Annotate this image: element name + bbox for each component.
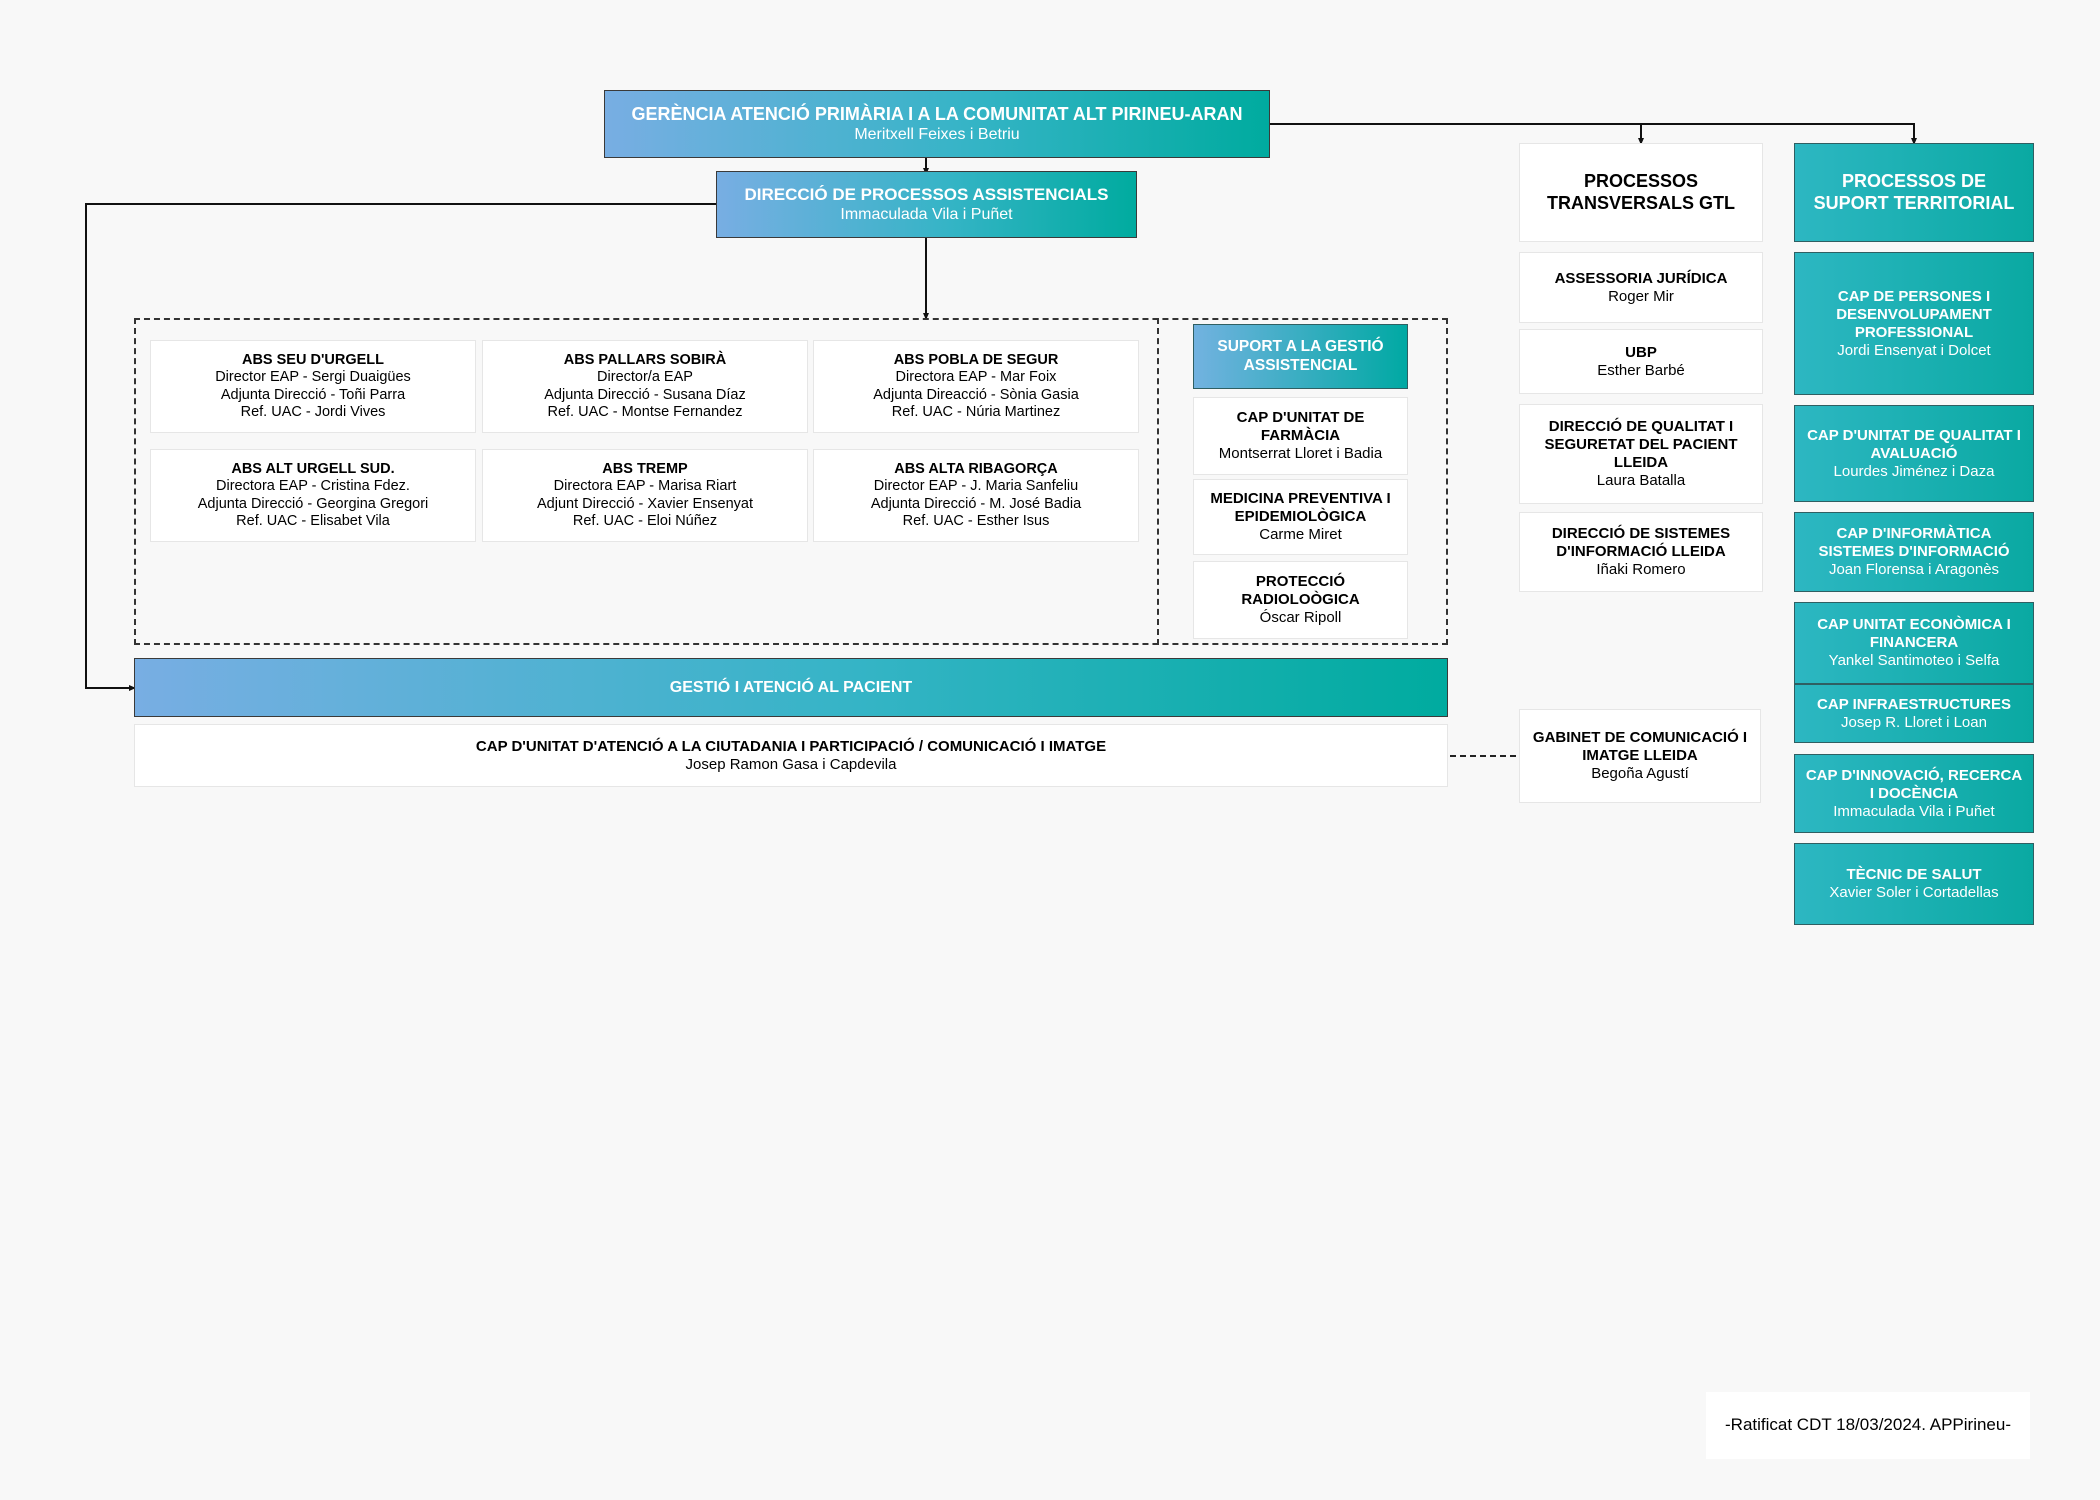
transversals-title: PROCESSOS TRANSVERSALS GTL [1546,170,1735,213]
territorial-item: CAP DE PERSONES I DESENVOLUPAMENT PROFES… [1794,252,2034,395]
abs-title: ABS ALTA RIBAGORÇA [894,460,1058,477]
item-person: Laura Batalla [1596,472,1686,489]
territorial-item: CAP D'INFORMÀTICA SISTEMES D'INFORMACIÓ … [1794,512,2034,592]
item-title: UBP [1625,343,1657,361]
transversals-item: UBP Esther Barbé [1519,329,1763,394]
ciutadania-box: CAP D'UNITAT D'ATENCIÓ A LA CIUTADANIA I… [134,724,1448,787]
item-person: Immaculada Vila i Puñet [1833,802,1995,820]
item-title: CAP DE PERSONES I DESENVOLUPAMENT PROFES… [1836,287,1992,341]
territorial-title: PROCESSOS DE SUPORT TERRITORIAL [1813,170,2015,213]
abs-title: ABS POBLA DE SEGUR [893,351,1059,368]
abs-line: Adjunta Direcció - Susana Díaz [544,386,746,403]
item-title: PROTECCIÓ RADIOLOÒGICA [1241,573,1360,608]
gestio-pacient-bar: GESTIÓ I ATENCIÓ AL PACIENT [134,658,1448,717]
item-title: TÈCNIC DE SALUT [1846,866,1982,883]
abs-line: Directora EAP - Marisa Riart [553,478,737,495]
ciutadania-title: CAP D'UNITAT D'ATENCIÓ A LA CIUTADANIA I… [475,737,1107,755]
abs-line: Adjunta Direcció - Toñi Parra [220,386,406,403]
transversals-item: DIRECCIÓ DE QUALITAT I SEGURETAT DEL PAC… [1519,404,1763,504]
abs-line: Directora EAP - Cristina Fdez. [216,478,410,495]
direccio-box: DIRECCIÓ DE PROCESSOS ASSISTENCIALS Imma… [716,171,1137,238]
abs-box: ABS ALT URGELL SUD. Directora EAP - Cris… [150,449,476,542]
item-person: Yankel Santimoteo i Selfa [1828,652,2000,669]
item-title: ASSESSORIA JURÍDICA [1554,269,1728,287]
territorial-item: CAP UNITAT ECONÒMICA I FINANCERA Yankel … [1794,602,2034,684]
territorial-item: CAP D'INNOVACIÓ, RECERCA I DOCÈNCIA Imma… [1794,754,2034,833]
gestio-pacient-title: GESTIÓ I ATENCIÓ AL PACIENT [669,678,913,696]
abs-line: Ref. UAC - Núria Martinez [891,403,1061,420]
abs-box: ABS SEU D'URGELL Director EAP - Sergi Du… [150,340,476,433]
item-title: CAP INFRAESTRUCTURES [1817,695,2011,713]
abs-line: Adjunt Direcció - Xavier Ensenyat [537,495,753,512]
item-person: Montserrat Lloret i Badia [1218,445,1383,462]
abs-title: ABS ALT URGELL SUD. [231,460,395,477]
item-title: MEDICINA PREVENTIVA I EPIDEMIOLÒGICA [1210,490,1391,525]
item-person: Joan Florensa i Aragonès [1828,561,2000,578]
footer-note: -Ratificat CDT 18/03/2024. APPirineu- [1706,1392,2030,1459]
item-person: Roger Mir [1608,287,1674,305]
abs-line: Ref. UAC - Elisabet Vila [236,512,390,529]
assistencial-group [134,318,1448,645]
gerencia-title: GERÈNCIA ATENCIÓ PRIMÀRIA I A LA COMUNIT… [631,103,1243,124]
ciutadania-person: Josep Ramon Gasa i Capdevila [685,755,897,773]
item-person: Carme Miret [1259,526,1342,543]
abs-box: ABS POBLA DE SEGUR Directora EAP - Mar F… [813,340,1139,433]
abs-line: Ref. UAC - Jordi Vives [240,403,386,420]
group-divider [1157,318,1159,645]
abs-line: Directora EAP - Mar Foix [895,369,1057,386]
territorial-item: TÈCNIC DE SALUT Xavier Soler i Cortadell… [1794,843,2034,925]
abs-title: ABS PALLARS SOBIRÀ [563,351,727,368]
suport-gestio-item: PROTECCIÓ RADIOLOÒGICA Óscar Ripoll [1193,561,1408,639]
territorial-header: PROCESSOS DE SUPORT TERRITORIAL [1794,143,2034,242]
abs-line: Director EAP - J. Maria Sanfeliu [873,478,1079,495]
item-title: DIRECCIÓ DE QUALITAT I SEGURETAT DEL PAC… [1544,418,1738,471]
item-title: CAP D'UNITAT DE QUALITAT I AVALUACIÓ [1807,426,2021,462]
item-person: Lourdes Jiménez i Daza [1833,462,1995,480]
abs-box: ABS PALLARS SOBIRÀ Director/a EAP Adjunt… [482,340,808,433]
abs-box: ABS ALTA RIBAGORÇA Director EAP - J. Mar… [813,449,1139,542]
gabinet-box: GABINET DE COMUNICACIÓ I IMATGE LLEIDA B… [1519,709,1761,803]
direccio-person: Immaculada Vila i Puñet [840,206,1013,224]
direccio-title: DIRECCIÓ DE PROCESSOS ASSISTENCIALS [744,184,1109,204]
item-person: Esther Barbé [1597,361,1685,379]
item-title: CAP D'UNITAT DE FARMÀCIA [1236,409,1365,444]
abs-line: Ref. UAC - Eloi Núñez [572,512,718,529]
item-person: Jordi Ensenyat i Dolcet [1837,341,1991,359]
gerencia-box: GERÈNCIA ATENCIÓ PRIMÀRIA I A LA COMUNIT… [604,90,1270,158]
gabinet-person: Begoña Agustí [1591,765,1689,782]
suport-gestio-header: SUPORT A LA GESTIÓ ASSISTENCIAL [1193,324,1408,389]
suport-gestio-title: SUPORT A LA GESTIÓ ASSISTENCIAL [1217,337,1384,374]
suport-gestio-item: CAP D'UNITAT DE FARMÀCIA Montserrat Llor… [1193,397,1408,475]
item-title: CAP D'INNOVACIÓ, RECERCA I DOCÈNCIA [1805,766,2023,802]
abs-line: Ref. UAC - Esther Isus [902,512,1050,529]
abs-box: ABS TREMP Directora EAP - Marisa Riart A… [482,449,808,542]
abs-line: Adjunta Direacció - Sònia Gasia [873,386,1079,403]
item-person: Xavier Soler i Cortadellas [1829,884,1999,901]
suport-gestio-item: MEDICINA PREVENTIVA I EPIDEMIOLÒGICA Car… [1193,479,1408,555]
transversals-header: PROCESSOS TRANSVERSALS GTL [1519,143,1763,242]
abs-line: Director/a EAP [597,369,693,386]
abs-line: Adjunta Direcció - Georgina Gregori [197,495,429,512]
footer-text: -Ratificat CDT 18/03/2024. APPirineu- [1725,1415,2011,1435]
gabinet-title: GABINET DE COMUNICACIÓ I IMATGE LLEIDA [1532,729,1748,764]
item-person: Óscar Ripoll [1259,609,1342,626]
abs-title: ABS TREMP [602,460,688,477]
item-person: Josep R. Lloret i Loan [1841,713,1987,731]
item-title: DIRECCIÓ DE SISTEMES D'INFORMACIÓ LLEIDA [1551,525,1731,560]
abs-line: Adjunta Direcció - M. José Badia [870,495,1082,512]
transversals-item: ASSESSORIA JURÍDICA Roger Mir [1519,252,1763,323]
territorial-item: CAP INFRAESTRUCTURES Josep R. Lloret i L… [1794,684,2034,743]
abs-title: ABS SEU D'URGELL [241,351,384,368]
gerencia-person: Meritxell Feixes i Betriu [854,126,1020,144]
item-person: Iñaki Romero [1596,561,1686,578]
item-title: CAP UNITAT ECONÒMICA I FINANCERA [1817,616,2011,651]
transversals-item: DIRECCIÓ DE SISTEMES D'INFORMACIÓ LLEIDA… [1519,512,1763,592]
abs-line: Director EAP - Sergi Duaigües [215,369,411,386]
item-title: CAP D'INFORMÀTICA SISTEMES D'INFORMACIÓ [1818,525,2010,560]
abs-line: Ref. UAC - Montse Fernandez [547,403,743,420]
territorial-item: CAP D'UNITAT DE QUALITAT I AVALUACIÓ Lou… [1794,405,2034,502]
